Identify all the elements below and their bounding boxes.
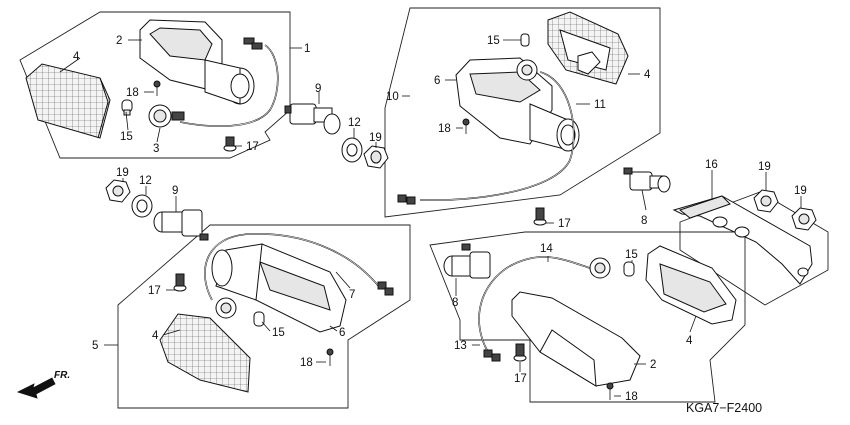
nut-19-left [105, 179, 131, 203]
socket-bottom-left [215, 297, 237, 319]
callout-7: 7 [349, 289, 355, 301]
connector-bottom-left [377, 281, 387, 290]
callout-18: 18 [126, 87, 139, 99]
callout-6-bottom-left: 6 [339, 327, 345, 339]
callout-13: 13 [454, 340, 467, 352]
callout-2-bottom-right: 2 [650, 359, 656, 371]
callout-6: 6 [434, 75, 440, 87]
callout-19: 19 [369, 132, 382, 144]
callout-5: 5 [92, 340, 98, 352]
callout-15: 15 [120, 131, 133, 143]
callout-18-bottom-right: 18 [625, 391, 638, 403]
screw-18-bottom-left [326, 348, 334, 366]
switch-9-top [284, 103, 341, 135]
callout-14: 14 [540, 243, 553, 255]
socket-top-right [516, 33, 538, 81]
bulb-15-bottom-left [253, 311, 265, 327]
callout-19-stay-a: 19 [758, 161, 771, 173]
switch-9-left [153, 209, 209, 241]
bulb-15-bottom-right [623, 261, 635, 277]
callout-17-bottom-right: 17 [514, 373, 527, 385]
callout-17-bottom-left: 17 [148, 285, 161, 297]
leader-lines [59, 39, 802, 397]
front-arrow: FR. [16, 370, 70, 399]
callout-2: 2 [116, 35, 122, 47]
callout-4-bottom-right: 4 [686, 335, 693, 347]
callout-19-left: 19 [116, 167, 129, 179]
callout-9-left: 9 [172, 185, 178, 197]
lens-4-bottom-left [159, 313, 251, 393]
screw-18-bottom-right [606, 382, 614, 400]
front-label: FR. [54, 370, 70, 381]
stay-16 [672, 195, 813, 285]
frame-top-right [384, 7, 661, 218]
callout-1: 1 [304, 43, 310, 55]
frame-bottom-left [117, 224, 411, 409]
frame-bottom-right [429, 231, 746, 403]
callout-15-bottom-left: 15 [272, 327, 285, 339]
housing-2-top-left [139, 19, 255, 105]
screw-18-top-right [462, 118, 470, 134]
lens-4-top-right [547, 11, 629, 85]
nut-19-top [363, 145, 389, 169]
callout-11: 11 [594, 99, 606, 111]
socket-bottom-right [589, 257, 611, 279]
bulb-15-top-left [121, 99, 133, 116]
housing-6-bottom-left [211, 243, 347, 333]
callout-15-top-right: 15 [487, 35, 500, 47]
lens-4-bottom-right [645, 245, 737, 325]
callout-3: 3 [153, 143, 159, 155]
screw-17-bottom-left [173, 273, 187, 292]
callout-15-bottom-right: 15 [625, 249, 638, 261]
callout-8-bottom-right: 8 [452, 297, 458, 309]
frame-top-left [19, 11, 291, 159]
screw-18-top-left [153, 80, 161, 96]
callout-19-stay-b: 19 [794, 185, 807, 197]
connector-top-left [243, 37, 255, 45]
socket-3 [148, 104, 185, 128]
switch-8-lower [443, 243, 491, 279]
nut-19-stay-b [791, 207, 817, 231]
diagram-code: KGA7−F2400 [686, 401, 762, 415]
connector-top-right [397, 194, 407, 203]
connector-bottom-right [483, 349, 493, 358]
callout-17: 17 [246, 141, 259, 153]
lens-4-top-left [25, 63, 111, 139]
screw-17-middle [533, 207, 547, 226]
callout-8: 8 [641, 215, 647, 227]
nut-19-stay-a [753, 189, 779, 213]
housing-2-bottom-right [511, 291, 641, 387]
callout-4-top-right: 4 [644, 69, 651, 81]
callout-18-bottom-left: 18 [300, 357, 313, 369]
callout-4: 4 [73, 51, 80, 63]
switch-8-upper [623, 167, 671, 193]
callout-18-top-right: 18 [438, 123, 451, 135]
screw-17-bottom-right [513, 343, 527, 362]
callout-9: 9 [315, 83, 321, 95]
callout-16: 16 [705, 159, 718, 171]
callout-17-middle: 17 [558, 218, 571, 230]
screw-17-top-left [223, 136, 237, 152]
callout-12: 12 [348, 117, 361, 129]
callout-4-bottom-left: 4 [152, 330, 159, 342]
callout-10: 10 [386, 91, 399, 103]
callout-12-left: 12 [139, 175, 152, 187]
